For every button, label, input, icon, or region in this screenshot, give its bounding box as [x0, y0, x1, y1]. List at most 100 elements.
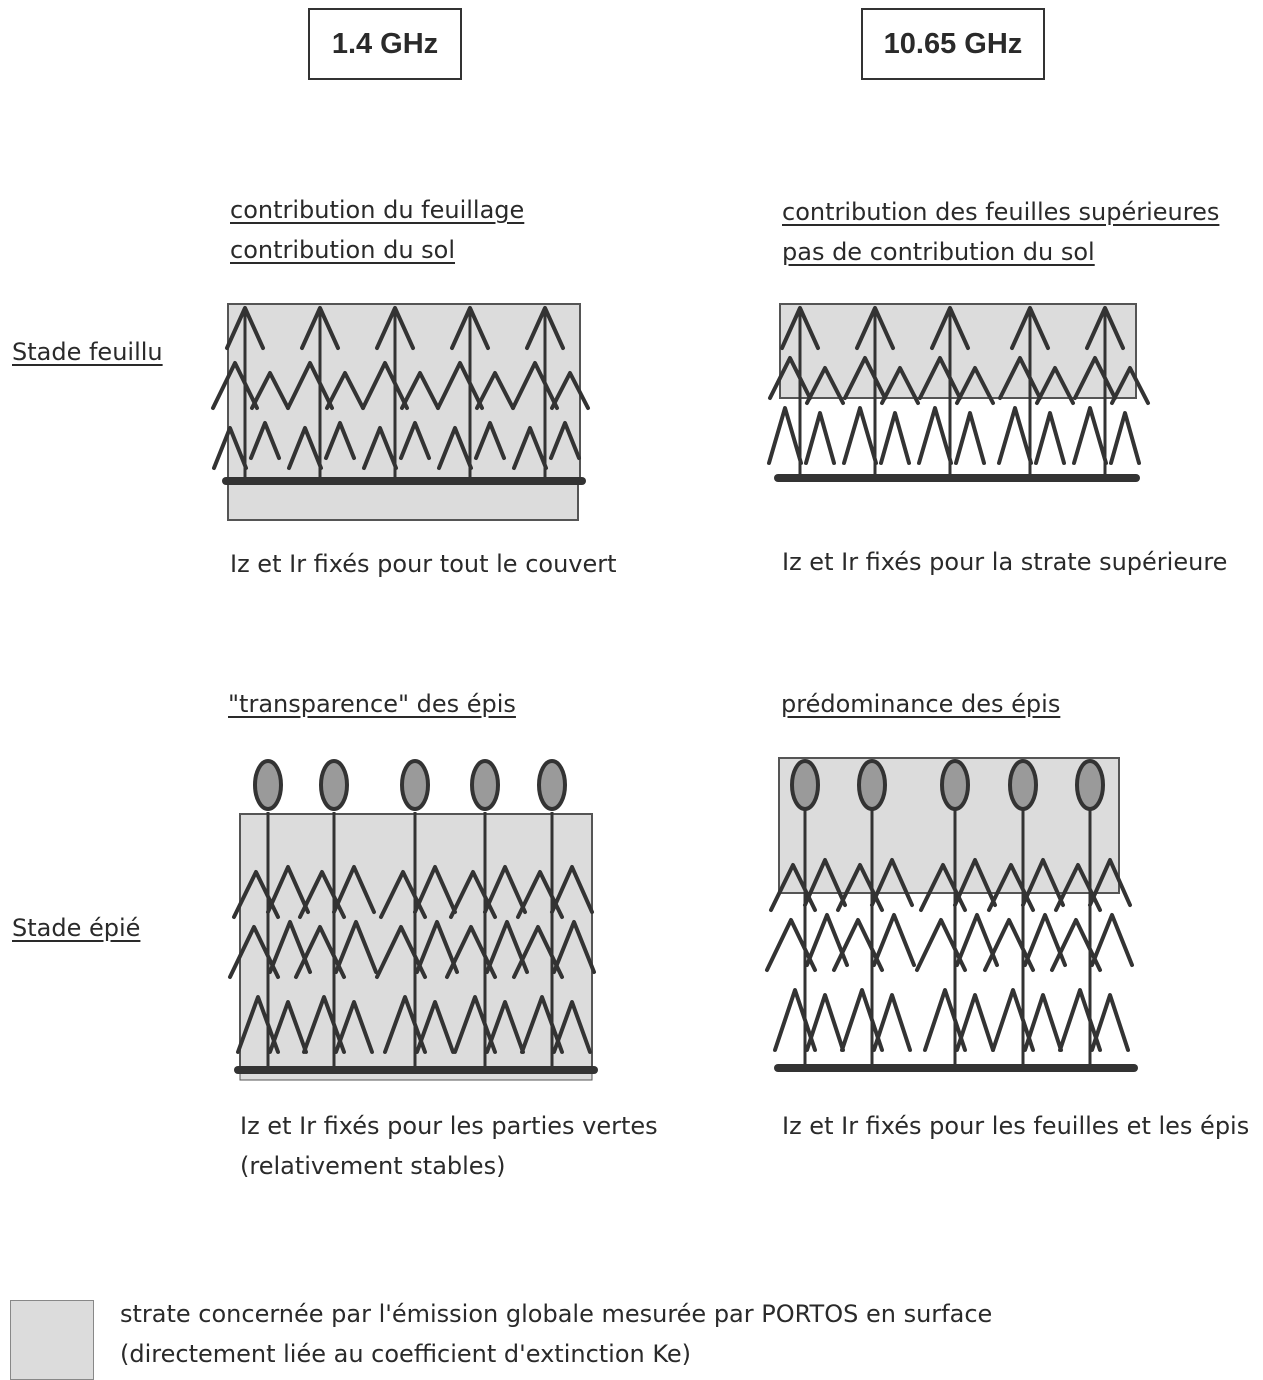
leaf — [955, 366, 995, 405]
leaf — [1072, 406, 1108, 465]
leaf — [803, 858, 847, 907]
leaf — [1034, 411, 1066, 465]
leaf — [325, 371, 365, 410]
leaf — [955, 913, 999, 967]
plants-epie-1065 — [765, 759, 1134, 1066]
leaf — [855, 306, 895, 350]
ear — [537, 759, 567, 811]
leaf — [415, 920, 459, 974]
leaf — [211, 361, 259, 410]
leaf — [332, 865, 376, 914]
caption-epie-14-line2: (relativement stables) — [240, 1152, 506, 1180]
leaf — [268, 1000, 308, 1054]
caption-feuillu-1065: Iz et Ir fixés pour la strate supérieure — [782, 548, 1228, 576]
leaf — [918, 356, 962, 400]
leaf — [767, 406, 803, 465]
ear — [319, 759, 349, 811]
leaf — [286, 361, 334, 410]
leaf — [870, 858, 914, 907]
leaf — [917, 406, 953, 465]
leaf — [511, 361, 559, 410]
leaf — [954, 411, 986, 465]
heading-feuillu-14-line1: contribution du feuillage — [230, 196, 525, 224]
leaf — [450, 306, 490, 350]
ear — [857, 759, 887, 811]
leaf — [843, 356, 887, 400]
leaf — [955, 993, 995, 1052]
leaf — [768, 356, 812, 400]
leaf — [780, 306, 820, 350]
leaf — [552, 1000, 592, 1054]
leaf — [773, 988, 817, 1052]
caption-epie-14-line1: Iz et Ir fixés pour les parties vertes — [240, 1112, 658, 1140]
leaf — [287, 426, 323, 470]
leaf — [872, 913, 916, 967]
leaf — [804, 411, 836, 465]
plants-feuillu-1065 — [767, 306, 1150, 476]
leaf — [375, 306, 415, 350]
heading-feuillu-1065-line2: pas de contribution du sol — [782, 238, 1095, 266]
leaf — [362, 426, 398, 470]
leaf — [1110, 366, 1150, 405]
heading-feuillu-1065-line1: contribution des feuilles supérieures — [782, 198, 1220, 226]
leaf — [552, 920, 596, 974]
leaf — [453, 995, 497, 1054]
leaf — [549, 421, 581, 460]
leaf — [436, 361, 484, 410]
leaf — [953, 858, 997, 907]
leaf — [250, 371, 290, 410]
leaf — [294, 925, 346, 979]
leaf — [879, 411, 911, 465]
leaf — [930, 306, 970, 350]
ear — [400, 759, 430, 811]
stratum-feuillu-1065-top — [779, 303, 1137, 399]
leaf — [1021, 858, 1065, 907]
freq-label-1-4ghz: 1.4 GHz — [308, 8, 462, 80]
leaf — [872, 993, 912, 1052]
leaf — [1035, 366, 1075, 405]
leaf — [1088, 858, 1132, 907]
leaf — [1050, 918, 1102, 972]
leaf — [1109, 411, 1141, 465]
leaf — [236, 995, 280, 1054]
leaf — [991, 988, 1035, 1052]
leaf — [475, 371, 515, 410]
leaf — [550, 865, 594, 914]
stage-label-epie: Stade épié — [12, 914, 141, 942]
leaf — [375, 925, 427, 979]
ear — [253, 759, 283, 811]
leaf — [805, 913, 849, 967]
legend-text-line1: strate concernée par l'émission globale … — [120, 1300, 993, 1328]
leaf — [880, 366, 920, 405]
leaf — [212, 426, 248, 470]
leaf — [512, 925, 564, 979]
leaf — [249, 421, 281, 460]
leaf — [1023, 913, 1067, 967]
leaf — [983, 918, 1035, 972]
ear — [940, 759, 970, 811]
leaf — [399, 421, 431, 460]
leaf — [361, 361, 409, 410]
leaf — [383, 995, 427, 1054]
leaf — [225, 306, 265, 350]
leaf — [1090, 993, 1130, 1052]
leaf — [266, 865, 310, 914]
leaf — [400, 371, 440, 410]
leaf — [1023, 993, 1063, 1052]
ear — [790, 759, 820, 811]
leaf — [1085, 306, 1125, 350]
ear — [1075, 759, 1105, 811]
leaf — [840, 988, 884, 1052]
leaf — [302, 995, 346, 1054]
leaf — [805, 366, 845, 405]
leaf — [1090, 913, 1134, 967]
leaf — [805, 993, 845, 1052]
leaf — [520, 995, 564, 1054]
leaf — [525, 306, 565, 350]
legend-swatch — [10, 1300, 94, 1380]
leaf — [997, 406, 1033, 465]
stage-label-feuillu: Stade feuillu — [12, 338, 163, 366]
legend-text-line2: (directement liée au coefficient d'extin… — [120, 1340, 692, 1368]
caption-epie-1065: Iz et Ir fixés pour les feuilles et les … — [782, 1112, 1250, 1140]
